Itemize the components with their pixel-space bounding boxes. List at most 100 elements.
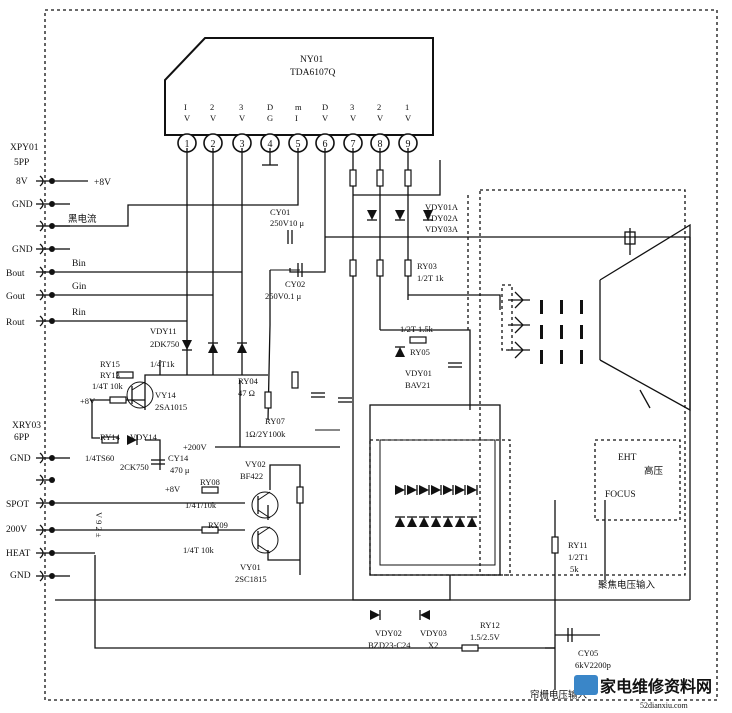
- ic-pin-function: 2: [377, 102, 381, 112]
- lbl-vy14: VY14: [155, 390, 177, 400]
- crt-grid: [540, 350, 543, 364]
- capacitor: [567, 628, 573, 642]
- resistor-v: [376, 169, 384, 187]
- ic-pin-function: I: [184, 102, 187, 112]
- ic-pin-function: I: [295, 113, 298, 123]
- lbl-ry03: RY03: [417, 261, 437, 271]
- ic-pin-function: 1: [405, 102, 409, 112]
- transistor-vy02: [251, 491, 279, 519]
- diode: [182, 340, 192, 351]
- crt-eht: EHT: [618, 453, 637, 463]
- crt-grid: [540, 325, 543, 339]
- lbl-ry05: RY05: [410, 347, 430, 357]
- resistor-v: [349, 169, 357, 187]
- ic-pin-2: 2: [203, 133, 223, 153]
- lbl-v-note: V 9 2 ±: [94, 512, 104, 538]
- connector-terminal: [36, 175, 55, 187]
- component-labels: CY01 250V10 μ CY02 250V0.1 μ VDY01A VDY0…: [80, 202, 611, 670]
- lbl-vdy01: VDY01: [405, 368, 432, 378]
- ic-pin-function: D: [267, 102, 273, 112]
- crt-grid: [580, 325, 583, 339]
- crt-tube: EHT 高压 FOCUS 聚焦电压输入 帘栅电压输入: [514, 223, 691, 701]
- watermark: 家电维修资料网 52dianxiu.com: [574, 675, 712, 710]
- ic-pin-function: m: [295, 102, 302, 112]
- lbl-ry14: RY14: [100, 432, 121, 442]
- net-black-current: 黑电流: [68, 213, 97, 225]
- ic-pin-number: 6: [323, 139, 328, 150]
- lbl-ry03-val: 1/2T 1k: [417, 273, 444, 283]
- lbl-ry15: RY15: [100, 359, 120, 369]
- board-outline: [44, 9, 718, 701]
- ic-pin-number: 2: [211, 139, 216, 150]
- ic-pin-function: V: [322, 113, 329, 123]
- diode-group: [127, 210, 478, 620]
- diode: [467, 516, 477, 527]
- xpy01-ref: XPY01: [10, 143, 39, 153]
- lbl-vdy11-val: 2DK750: [150, 339, 179, 349]
- ic-ref: NY01: [300, 55, 323, 65]
- lbl-vdy03a: VDY03A: [425, 224, 459, 234]
- diode: [370, 610, 381, 620]
- focus-input-label: 聚焦电压输入: [598, 579, 656, 591]
- resistor-v: [296, 486, 304, 504]
- lbl-ry12-val: 1.5/2.5V: [470, 632, 501, 642]
- capacitor: [338, 397, 352, 403]
- connector-terminal: [36, 547, 55, 559]
- diode: [455, 485, 466, 495]
- resistor-h: [116, 371, 134, 379]
- lbl-vdy02a: VDY02A: [425, 213, 459, 223]
- lbl-vy02: VY02: [245, 459, 266, 469]
- ic-pin-4: 4: [260, 133, 280, 153]
- lbl-vdy03: VDY03: [420, 628, 447, 638]
- ic-pin-function: D: [322, 102, 328, 112]
- crt-cathode: [514, 291, 524, 309]
- ic-pin-function: V: [239, 113, 246, 123]
- diode: [467, 485, 478, 495]
- resistor-group: [101, 169, 559, 652]
- lbl-ry04: RY04: [238, 376, 259, 386]
- crt-grid: [560, 300, 563, 314]
- wiring: +8V 黑电流 Bin Gin Rin: [55, 148, 691, 690]
- capacitor: [311, 392, 325, 398]
- resistor-h: [461, 644, 479, 652]
- lbl-ry12: RY12: [480, 620, 500, 630]
- lbl-ry11-val: 1/2T1: [568, 552, 588, 562]
- net-rin: Rin: [72, 308, 86, 318]
- resistor-h: [101, 436, 119, 444]
- ic-pin-number: 7: [351, 139, 356, 150]
- xry03-type: 6PP: [14, 433, 29, 443]
- lbl-cy01: CY01: [270, 207, 290, 217]
- transistor-vy01: [251, 526, 279, 554]
- diode: [208, 342, 218, 353]
- capacitor: [287, 230, 293, 244]
- xpy01-pin-8v: 8V: [16, 177, 28, 187]
- connector-terminal: [36, 452, 55, 464]
- lbl-ry08-val: 1/4T/10k: [185, 500, 217, 510]
- diode: [395, 485, 406, 495]
- xpy01-pin-gnd2: GND: [12, 245, 33, 255]
- lbl-ry13: RY13: [100, 370, 120, 380]
- diode: [455, 516, 465, 527]
- crt-grid: [560, 350, 563, 364]
- lbl-cy01-val: 250V10 μ: [270, 218, 305, 228]
- resistor-v: [404, 169, 412, 187]
- xpy01-pin-rout: Rout: [6, 318, 25, 328]
- ic-pin-function: G: [267, 113, 273, 123]
- lbl-vy01: VY01: [240, 562, 261, 572]
- diode: [431, 516, 441, 527]
- lbl-ry11-val2: 5k: [570, 564, 579, 574]
- crt-grid: [580, 300, 583, 314]
- diode: [395, 516, 405, 527]
- lbl-cy02-val: 250V0.1 μ: [265, 291, 302, 301]
- connector-terminal: [36, 474, 55, 486]
- xpy01-pin-bout: Bout: [6, 269, 25, 279]
- diode: [443, 516, 453, 527]
- ic-pin-number: 3: [240, 139, 245, 150]
- connector-terminal: [36, 315, 55, 327]
- lbl-cy14: CY14: [168, 453, 189, 463]
- lbl-ry07: RY07: [265, 416, 285, 426]
- lbl-ry15-val: 1/4T 10k: [92, 381, 124, 391]
- lbl-vdy14: VDY14: [130, 432, 158, 442]
- xry03-pin-gnd2: GND: [10, 571, 31, 581]
